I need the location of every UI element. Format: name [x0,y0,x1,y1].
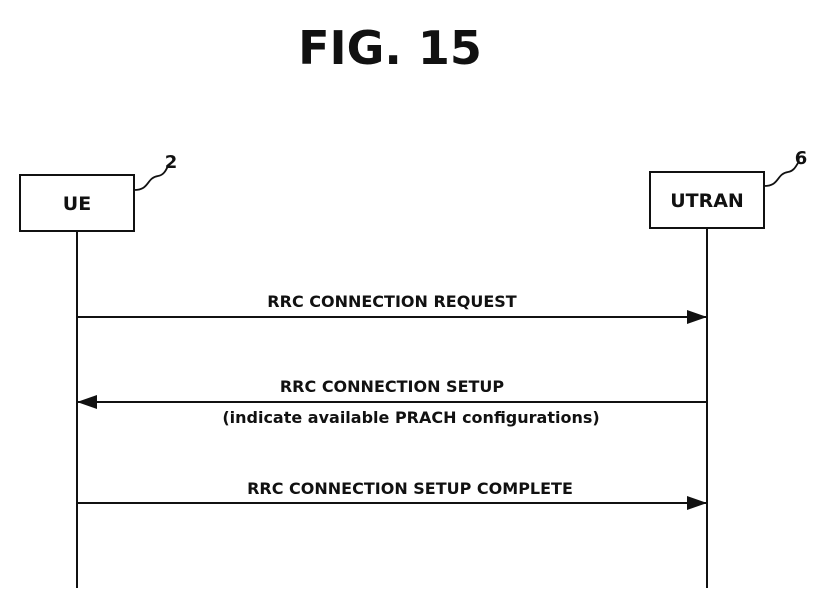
entity-ue: UE 2 [19,152,178,588]
utran-ref-number: 6 [795,148,808,169]
entity-utran: UTRAN 6 [649,148,808,588]
message-2-sublabel: (indicate available PRACH configurations… [222,408,599,427]
utran-label: UTRAN [670,190,744,212]
figure-title: FIG. 15 [298,21,482,75]
message-rrc-connection-setup: RRC CONNECTION SETUP (indicate available… [77,377,707,427]
ue-ref-leader [133,165,169,191]
utran-box [649,171,765,229]
message-1-label: RRC CONNECTION REQUEST [267,292,516,311]
ue-ref-number: 2 [165,152,178,173]
ue-label: UE [63,193,91,215]
message-2-label: RRC CONNECTION SETUP [280,377,505,396]
ue-box [19,174,135,232]
message-3-label: RRC CONNECTION SETUP COMPLETE [247,479,573,498]
message-rrc-connection-setup-complete: RRC CONNECTION SETUP COMPLETE [77,479,707,510]
utran-ref-leader [763,162,799,187]
message-rrc-connection-request: RRC CONNECTION REQUEST [77,292,707,324]
